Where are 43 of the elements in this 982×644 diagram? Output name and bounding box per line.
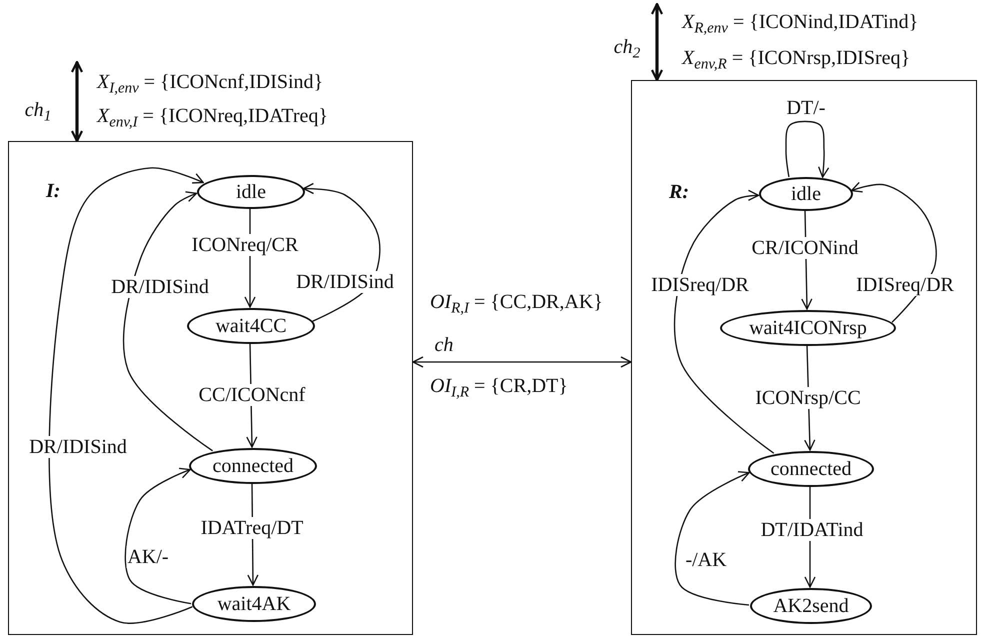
state-name: idle	[236, 181, 266, 203]
state-name: AK2send	[773, 595, 849, 617]
transition-arrow	[122, 191, 213, 452]
transition-label: ICONreq/CR	[190, 234, 300, 256]
transition-arrow	[674, 471, 750, 606]
signal-set-label: X$_{R,env}$ = {ICONind,IDATind}	[682, 10, 918, 34]
signal-set-label: OI$_{R,I}$ = {CC,DR,AK}	[430, 290, 604, 318]
state-name: wait4ICONrsp	[749, 317, 867, 339]
channel-arrow	[70, 60, 84, 142]
machine-name: I:	[46, 180, 60, 203]
state-name: connected	[212, 455, 294, 477]
transition-label: ICONrsp/CC	[754, 387, 862, 409]
transition-label: DT/IDATind	[760, 519, 864, 541]
machine-name: R:	[669, 181, 689, 204]
transition-label: ch$_{1}$	[24, 99, 52, 121]
transition-arrow	[785, 120, 830, 178]
transition-arrow	[302, 182, 380, 322]
transition-label: DR/IDISind	[295, 271, 395, 293]
state-name: connected	[770, 458, 852, 480]
channel-arrow	[412, 356, 632, 368]
signal-set-label: X$_{I,env}$ = {ICONcnf,IDISind}	[97, 70, 324, 94]
transition-arrow	[48, 167, 204, 624]
transition-label: DR/IDISind	[110, 276, 210, 298]
state-name: idle	[791, 183, 821, 205]
state-ellipse	[720, 310, 896, 346]
transition-label: AK/-	[126, 546, 170, 568]
transition-label: IDISreq/DR	[855, 274, 955, 296]
transition-arrow	[124, 468, 192, 604]
signal-set-label: X$_{env,R}$ = {ICONrsp,IDISreq}	[682, 46, 910, 70]
transition-arrow	[674, 190, 774, 454]
signal-set-label: X$_{env,I}$ = {ICONreq,IDATreq}	[97, 104, 328, 128]
transition-label: CR/ICONind	[750, 237, 860, 259]
transition-label: DR/IDISind	[28, 436, 128, 458]
transition-label: CC/ICONcnf	[198, 384, 306, 406]
state-name: wait4CC	[215, 315, 287, 337]
transition-label: ch$_{2}$	[612, 36, 642, 58]
channel-arrow	[650, 2, 664, 82]
transition-label: IDISreq/DR	[650, 274, 750, 296]
state-ellipse	[197, 175, 305, 209]
transition-arrow	[850, 182, 937, 323]
transition-label: IDATreq/DT	[200, 517, 304, 539]
signal-set-label: OI$_{I,R}$ = {CR,DT}	[430, 374, 568, 398]
state-name: wait4AK	[217, 593, 291, 615]
